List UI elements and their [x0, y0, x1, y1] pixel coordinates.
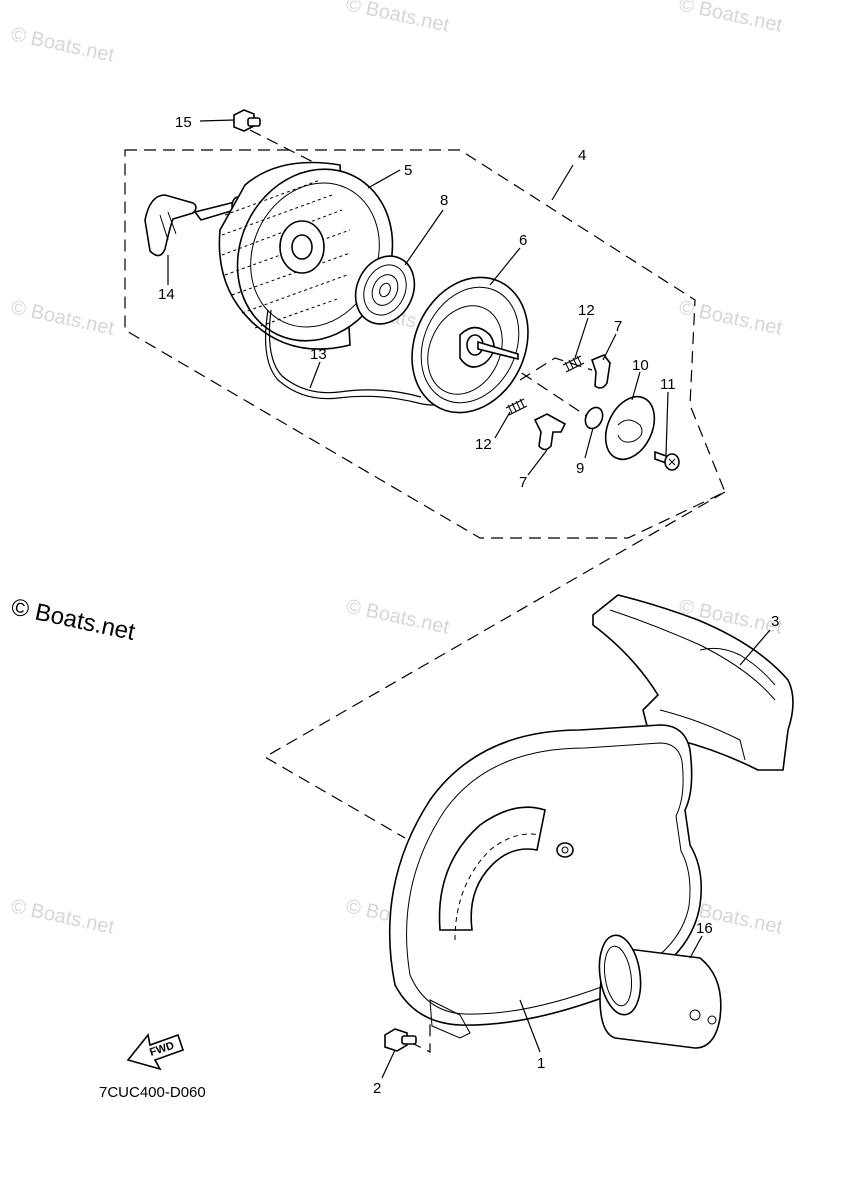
watermark: © Boats.net	[344, 595, 452, 638]
callout-14: 14	[158, 286, 175, 303]
callout-7-lower: 7	[519, 474, 527, 491]
callout-3: 3	[771, 613, 779, 630]
leader-lines	[167, 119, 771, 1079]
pawl-7-lower	[533, 413, 567, 451]
callout-13: 13	[310, 346, 327, 363]
starter-rope-13	[264, 309, 449, 406]
sheave-drum-6	[411, 276, 529, 414]
callout-4: 4	[578, 147, 586, 164]
callout-11: 11	[660, 376, 676, 393]
starter-assembly-outline	[124, 149, 726, 539]
assembly-connector-line	[263, 491, 726, 839]
bolt-2	[384, 1028, 417, 1052]
callout-6: 6	[519, 232, 527, 249]
drive-plate-10	[604, 395, 656, 461]
watermark: © Boats.net	[9, 895, 117, 938]
watermark-main: © Boats.net	[9, 593, 138, 646]
callout-7-upper: 7	[614, 318, 622, 335]
pawl-guide-line	[519, 357, 593, 381]
pawl-spring-12-lower	[505, 398, 528, 416]
callout-12-upper: 12	[578, 302, 595, 319]
callout-10: 10	[632, 357, 649, 374]
filter-16	[598, 934, 722, 1049]
pawl-7-upper	[591, 354, 611, 389]
callout-15: 15	[175, 114, 192, 131]
starter-case-5	[218, 161, 394, 350]
washer-9	[584, 406, 604, 430]
callout-8: 8	[440, 192, 448, 209]
bolt-15	[233, 109, 261, 132]
callout-2: 2	[373, 1080, 381, 1097]
diagram-code: 7CUC400-D060	[99, 1084, 206, 1101]
spiral-spring-8	[354, 255, 416, 325]
callouts: 15 5 4 8 6 14 12 7 13 10 11 12 9 7 3 16 …	[158, 114, 779, 1097]
watermark: © Boats.net	[344, 0, 452, 37]
callout-12-lower: 12	[475, 436, 492, 453]
fwd-arrow-icon: FWD	[126, 1033, 185, 1071]
callout-9: 9	[576, 460, 584, 477]
callout-1: 1	[537, 1055, 545, 1072]
callout-16: 16	[696, 920, 713, 937]
watermark: © Boats.net	[9, 23, 117, 66]
watermark: © Boats.net	[9, 296, 117, 339]
watermark: © Boats.net	[677, 0, 785, 37]
cover-3	[592, 594, 794, 771]
pawl-spring-12-upper	[562, 355, 585, 373]
screw-11	[654, 450, 680, 471]
callout-5: 5	[404, 162, 412, 179]
bolt-15-guide-line	[249, 129, 326, 169]
